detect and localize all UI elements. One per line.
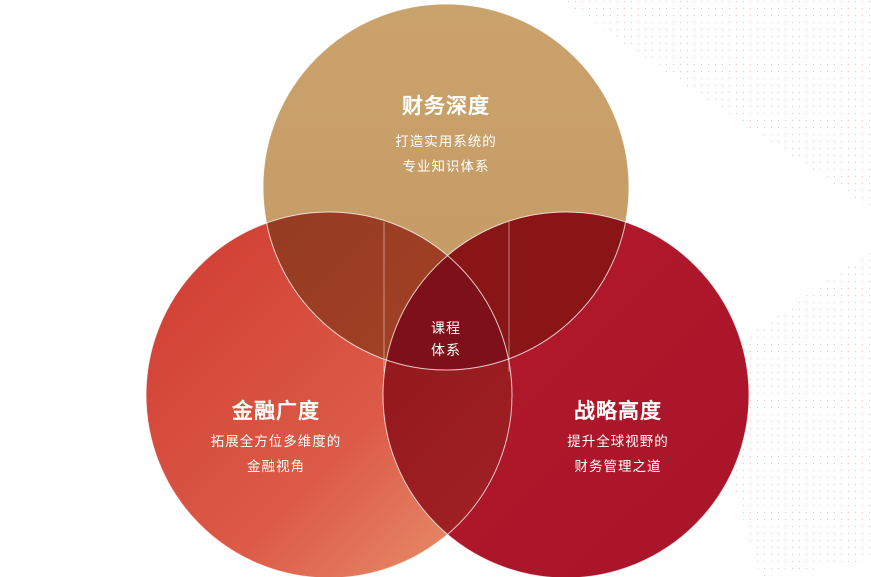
dotted-decoration xyxy=(560,0,871,210)
top-circle-desc-line1: 打造实用系统的 xyxy=(395,134,497,150)
overlap-center xyxy=(383,212,512,370)
center-label-line1: 课程 xyxy=(431,321,461,337)
right-circle-desc: 提升全球视野的 财务管理之道 xyxy=(518,430,718,480)
left-circle-desc: 拓展全方位多维度的 金融视角 xyxy=(166,430,386,480)
top-circle-title: 财务深度 xyxy=(402,94,490,118)
top-circle-desc-line2: 专业知识体系 xyxy=(402,159,490,175)
outline-top xyxy=(262,3,630,371)
outline-right xyxy=(382,211,750,577)
right-circle-title: 战略高度 xyxy=(574,399,662,423)
right-circle-desc-line1: 提升全球视野的 xyxy=(567,434,669,450)
dotted-decoration-lower xyxy=(700,250,871,577)
outline-left xyxy=(145,211,513,577)
left-circle-desc-line2: 金融视角 xyxy=(247,459,305,475)
right-circle-desc-line2: 财务管理之道 xyxy=(574,459,662,475)
center-label-line2: 体系 xyxy=(431,343,461,359)
center-label: 课程 体系 xyxy=(406,318,486,362)
left-circle-desc-line1: 拓展全方位多维度的 xyxy=(210,434,342,450)
top-circle-desc: 打造实用系统的 专业知识体系 xyxy=(346,130,546,180)
left-circle-title: 金融广度 xyxy=(232,399,320,423)
